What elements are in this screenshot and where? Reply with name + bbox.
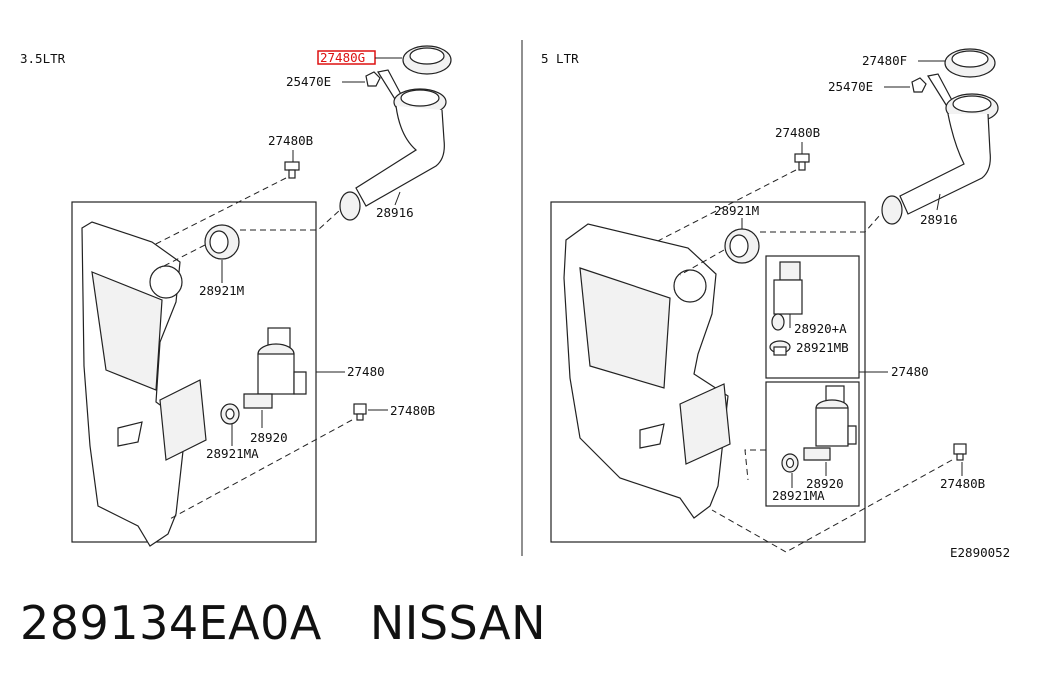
cap-icon [402,45,452,75]
pump-icon-right [803,385,857,461]
label-27480B-left-side[interactable]: 27480B [390,403,435,418]
filler-tube-icon [339,88,447,221]
parts-diagram: 3.5LTR 27480G 25470E 28916 27480B [20,40,1010,560]
part-number: 289134EA0A [20,596,322,650]
label-25470E-left[interactable]: 25470E [286,74,331,89]
bolt-side-icon [353,403,367,421]
label-28920-left[interactable]: 28920 [250,430,288,445]
label-28920A[interactable]: 28920+A [794,321,847,336]
label-27480F[interactable]: 27480F [862,53,907,68]
label-28916-right[interactable]: 28916 [920,212,958,227]
label-28916-left[interactable]: 28916 [376,205,414,220]
footer-caption: 289134EA0A NISSAN [20,596,546,650]
label-28921MA-right[interactable]: 28921MA [772,488,825,503]
pump-a-frame [765,255,860,379]
label-27480-left[interactable]: 27480 [347,364,385,379]
label-27480B-left-top[interactable]: 27480B [268,133,313,148]
label-28920-right[interactable]: 28920 [806,476,844,491]
left-capacity-label: 3.5LTR [20,51,66,66]
label-28921MA-left[interactable]: 28921MA [206,446,259,461]
right-capacity-label: 5 LTR [541,51,579,66]
pump-a-icon [771,261,803,331]
brand-name: NISSAN [369,596,546,650]
label-28921M-right[interactable]: 28921M [714,203,759,218]
label-28921M-left[interactable]: 28921M [199,283,244,298]
filler-tube-icon-right [881,93,999,225]
label-28921MB[interactable]: 28921MB [796,340,849,355]
label-27480B-right-top[interactable]: 27480B [775,125,820,140]
grommet-b-icon [769,340,791,356]
tank-5l-icon [563,223,731,519]
seal-icon-right [781,453,799,473]
bolt-icon [284,161,300,179]
diagram-code: E2890052 [950,545,1010,560]
bolt-icon-right [794,153,810,171]
grommet-icon-right [724,228,760,264]
label-27480B-right-side[interactable]: 27480B [940,476,985,491]
bolt-side-icon-right [953,443,967,461]
label-27480G[interactable]: 27480G [320,50,365,65]
tank-3-5l-icon [81,221,207,547]
label-27480-right[interactable]: 27480 [891,364,929,379]
bracket-clip-icon-right [911,73,955,109]
grommet-icon [204,224,240,260]
cap-icon-right [944,48,996,78]
label-25470E-right[interactable]: 25470E [828,79,873,94]
seal-icon [220,403,240,425]
pump-frame-right [765,381,860,507]
pump-icon [243,327,307,409]
